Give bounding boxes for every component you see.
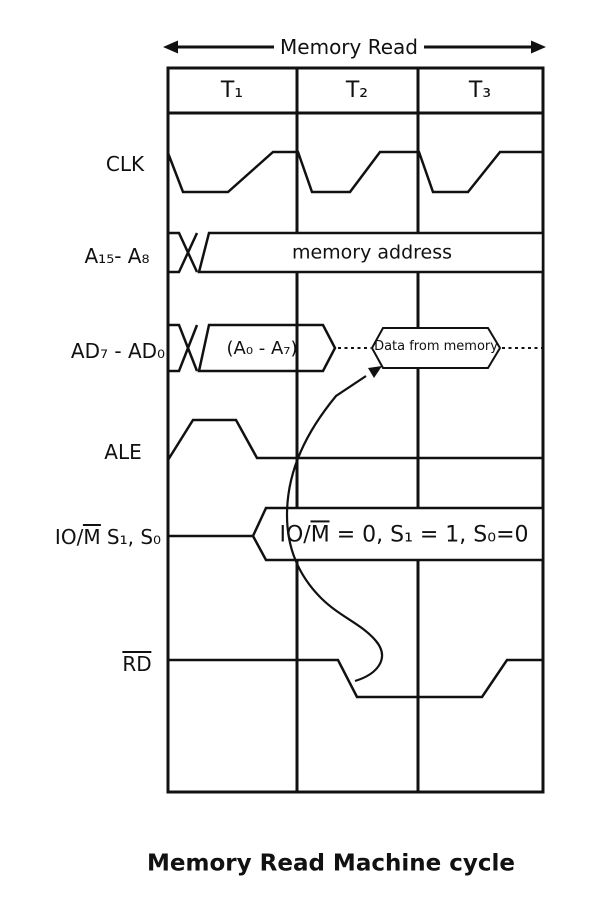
iom-label-overline: M	[83, 524, 101, 549]
iom-status-post: = 0, S₁ = 1, S₀=0	[329, 522, 529, 548]
a15-a8-label: A₁₅- A₈	[84, 244, 150, 268]
ale-label: ALE	[104, 440, 142, 464]
memory-address-text: memory address	[291, 241, 453, 264]
timing-table-grid	[166, 66, 545, 794]
rd-waveform	[168, 658, 543, 699]
ad-bus	[168, 323, 543, 373]
iom-label-pre: IO/	[54, 525, 84, 549]
memory-read-span-label: Memory Read	[274, 36, 424, 58]
ad7-ad0-label: AD₇ - AD₀	[70, 339, 166, 363]
a0-a7-text: (A₀ - A₇)	[226, 338, 298, 360]
read-data-arrow	[285, 366, 383, 683]
memory-read-span-arrow	[163, 40, 546, 54]
a15-a8-bus	[168, 231, 545, 274]
rd-label-overline: RD	[122, 651, 152, 676]
ale-waveform	[166, 418, 543, 461]
column-header-t2: T₂	[345, 77, 369, 103]
data-from-memory-segment	[370, 327, 502, 369]
iom-label-post: S₁, S₀	[100, 525, 162, 549]
data-from-memory-text: Data from memory	[374, 338, 498, 354]
ad-address-segment	[197, 323, 337, 373]
arrow-right-icon	[531, 40, 546, 54]
arrow-left-icon	[163, 40, 178, 54]
iom-s1-s0-label: IO/M S₁, S₀	[55, 524, 161, 548]
iom-status-overline: M	[310, 520, 330, 548]
column-header-t1: T₁	[220, 77, 244, 103]
arrowhead-icon	[368, 366, 382, 378]
clk-label: CLK	[105, 152, 145, 176]
iom-status-pre: IO/	[279, 522, 311, 548]
rd-label: RD	[122, 651, 152, 676]
iom-status-text: IO/M = 0, S₁ = 1, S₀=0	[279, 520, 529, 548]
diagram-title: Memory Read Machine cycle	[147, 850, 515, 877]
column-header-t3: T₃	[468, 77, 492, 103]
clk-waveform	[166, 150, 543, 194]
